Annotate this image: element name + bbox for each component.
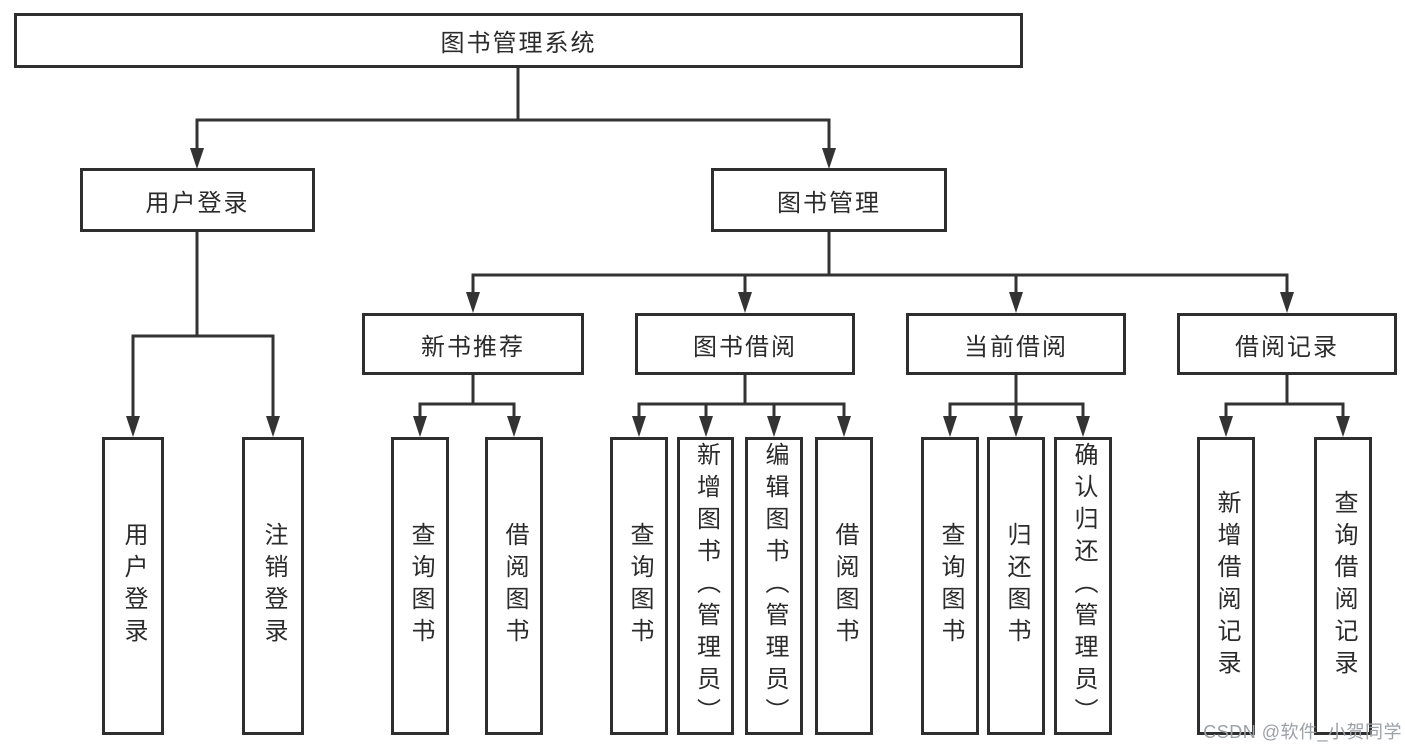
node-new-book-recommend: 新书推荐 — [362, 313, 584, 375]
node-label: 借阅图书 — [501, 522, 528, 650]
leaf-current-query-books: 查询图书 — [921, 437, 979, 735]
node-label: 新增图书（管理员） — [692, 442, 720, 730]
node-label: 新书推荐 — [421, 333, 525, 361]
node-label: 查询图书 — [626, 522, 653, 650]
node-label: 查询图书 — [937, 522, 964, 650]
leaf-logout: 注销登录 — [242, 437, 304, 735]
node-label: 图书管理系统 — [440, 30, 597, 57]
leaf-borrowing-edit-books-admin: 编辑图书（管理员） — [745, 437, 803, 735]
leaf-recommend-borrow-books: 借阅图书 — [485, 437, 543, 735]
leaf-recommend-query-books: 查询图书 — [391, 437, 449, 735]
node-current-borrowing: 当前借阅 — [906, 313, 1126, 375]
node-label: 借阅图书 — [831, 522, 858, 650]
leaf-records-add-record: 新增借阅记录 — [1197, 437, 1255, 735]
node-label: 图书借阅 — [693, 333, 797, 361]
leaf-current-return-books: 归还图书 — [987, 437, 1045, 735]
arrowheads — [126, 148, 1350, 437]
node-user-login: 用户登录 — [80, 168, 315, 232]
node-label: 归还图书 — [1003, 522, 1030, 650]
node-label: 当前借阅 — [964, 333, 1068, 361]
node-library-system: 图书管理系统 — [14, 13, 1023, 68]
leaf-borrowing-query-books: 查询图书 — [610, 437, 668, 735]
leaf-borrowing-borrow-books: 借阅图书 — [815, 437, 873, 735]
node-label: 新增借阅记录 — [1213, 490, 1240, 682]
leaf-user-login: 用户登录 — [102, 437, 164, 735]
node-book-management: 图书管理 — [711, 168, 947, 232]
node-borrowing-records: 借阅记录 — [1177, 313, 1397, 375]
watermark: CSDN @软件_小贺同学 — [1203, 722, 1402, 742]
node-label: 编辑图书（管理员） — [761, 442, 788, 730]
node-label: 借阅记录 — [1235, 333, 1339, 361]
node-label: 注销登录 — [260, 522, 287, 650]
node-label: 图书管理 — [777, 189, 881, 217]
node-label: 用户登录 — [120, 522, 147, 650]
node-label: 确认归还（管理员） — [1070, 442, 1097, 730]
node-label: 用户登录 — [145, 189, 250, 217]
node-book-borrowing: 图书借阅 — [635, 313, 855, 375]
node-label: 查询图书 — [407, 522, 434, 650]
leaf-current-confirm-return-admin: 确认归还（管理员） — [1054, 437, 1112, 735]
leaf-records-query-record: 查询借阅记录 — [1314, 437, 1372, 735]
node-label: 查询借阅记录 — [1330, 490, 1357, 682]
leaf-borrowing-add-books-admin: 新增图书（管理员） — [677, 437, 734, 735]
